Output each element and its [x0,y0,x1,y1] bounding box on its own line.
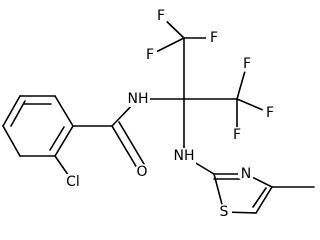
atom-label-f6: F [233,127,241,143]
atom-label-f1: F [157,8,165,24]
atom-label-thiazole-s: S [220,204,229,220]
atom-label-layer: F F F F F F NH NH O Cl N S [64,8,278,220]
atom-label-chlorine: Cl [66,174,80,190]
bond [118,121,145,165]
bond [49,126,65,151]
bond [111,125,138,169]
atom-label-f3: F [146,47,154,63]
atom-label-oxygen: O [136,164,147,180]
atom-label-nh-amine: NH [174,148,195,164]
atom-label-thiazole-n: N [241,166,251,182]
bond [255,186,273,214]
atom-label-f4: F [243,56,251,72]
atom-label-nh-amide: NH [128,91,149,107]
bond [54,125,74,157]
bond [2,125,21,157]
bond [2,95,21,127]
atom-label-f5: F [266,105,274,121]
bond [54,95,74,127]
bond [10,100,26,127]
molecule-diagram: F F F F F F NH NH O Cl N S [2,8,315,220]
bond [252,187,267,208]
atom-label-f2: F [210,30,218,46]
